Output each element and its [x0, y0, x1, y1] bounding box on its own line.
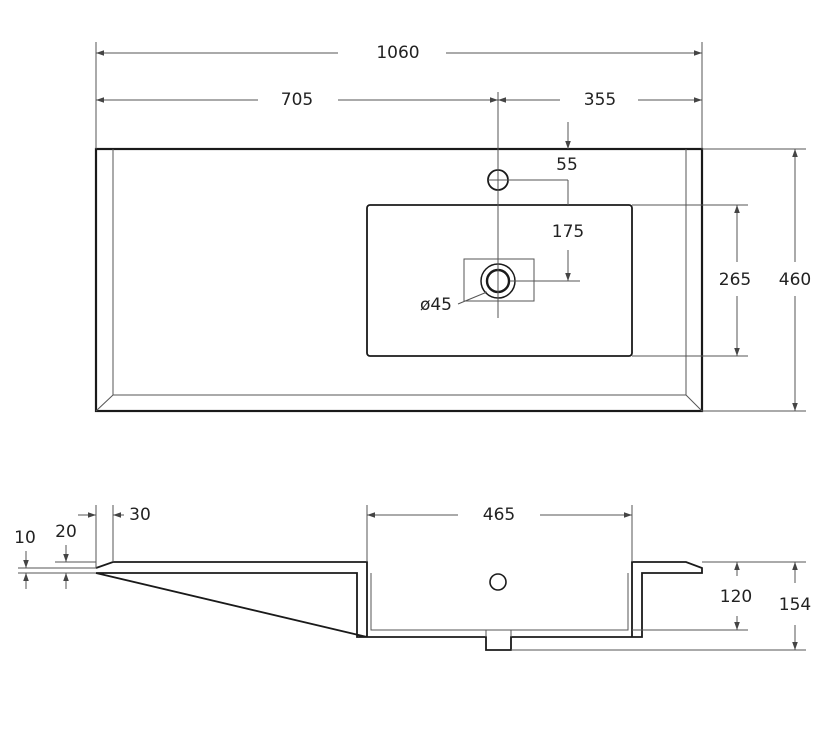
dim-bowl-width: 465: [366, 505, 633, 562]
dim-total-height: 154: [511, 562, 811, 651]
drain-plate: [463, 258, 535, 302]
label-overall-depth: 460: [779, 270, 811, 290]
label-rim-thickness: 10: [14, 528, 36, 548]
section-inner-bowl: [370, 573, 629, 631]
label-drain-diameter: ø45: [420, 295, 452, 315]
section-profile: [95, 561, 703, 651]
label-bowl-height: 120: [720, 587, 752, 607]
dim-bowl-depth: 265: [632, 204, 751, 357]
plan-view: [94, 92, 704, 413]
bowl-outline: [366, 204, 633, 357]
section-tap-hole: [489, 573, 507, 591]
dim-overall-depth: 460: [702, 148, 811, 412]
countertop-bevel: [112, 149, 687, 396]
label-bowl-width: 465: [483, 505, 515, 525]
label-bowl-to-drain: 175: [552, 222, 584, 242]
dim-tap-offset: 55: [556, 122, 578, 205]
bevel-corner-left: [95, 394, 114, 412]
dim-bowl-to-drain: 175: [552, 222, 584, 281]
label-bowl-depth: 265: [719, 270, 751, 290]
label-right-segment: 355: [584, 90, 616, 110]
dim-overall-width: 1060: [95, 42, 703, 149]
label-total-height: 154: [779, 595, 811, 615]
label-left-segment: 705: [281, 90, 313, 110]
label-edge-height: 20: [55, 522, 77, 542]
countertop-outline: [94, 147, 704, 413]
bevel-corner-right: [685, 394, 703, 412]
dim-bowl-height: 120: [632, 561, 806, 631]
dim-lip-width: 30: [78, 505, 151, 568]
label-tap-offset: 55: [556, 155, 578, 175]
dim-drain-diameter: ø45: [420, 291, 488, 315]
dim-rim-heights: 20 10: [14, 522, 96, 589]
label-overall-width: 1060: [376, 43, 419, 63]
dim-split-width: 705 355: [96, 90, 702, 110]
label-lip-width: 30: [129, 505, 151, 525]
section-view: [95, 561, 703, 651]
